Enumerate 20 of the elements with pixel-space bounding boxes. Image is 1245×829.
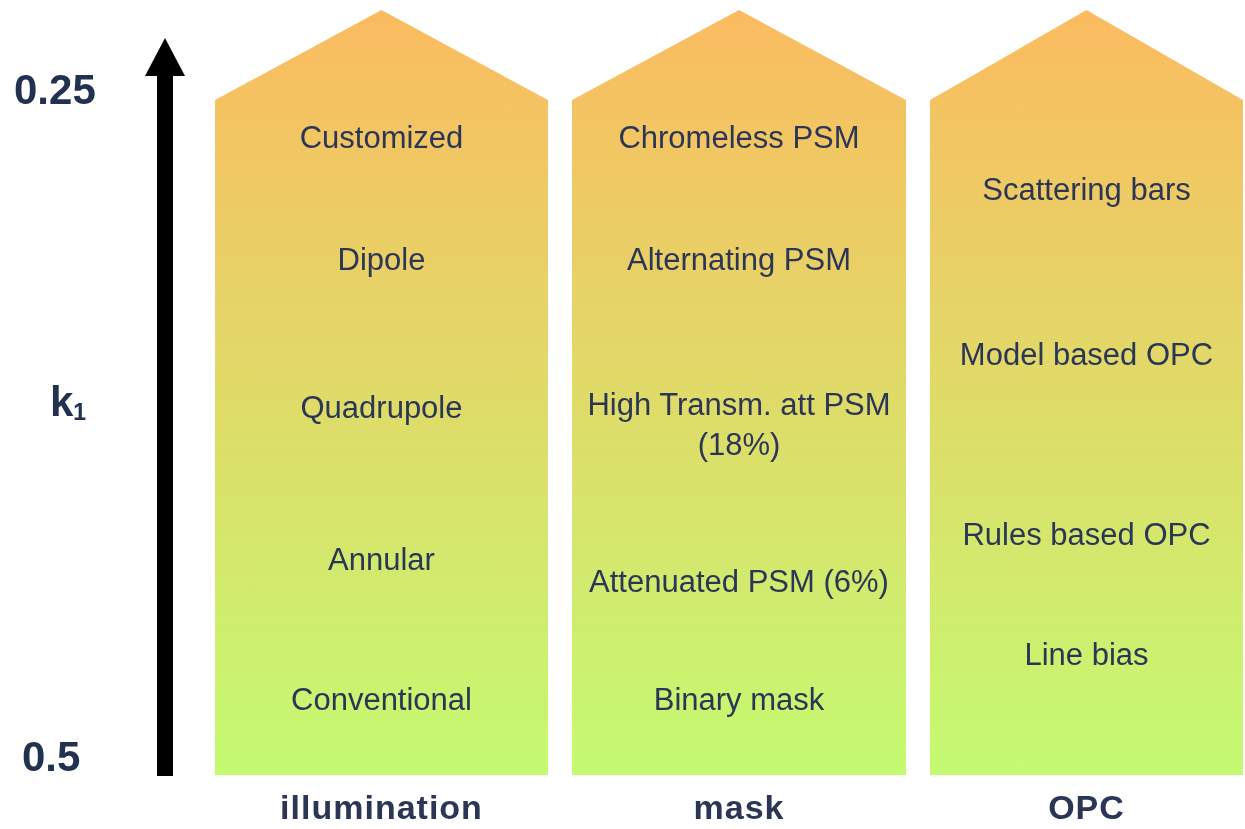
technique-label: Rules based OPC xyxy=(961,515,1212,554)
column-heading: mask xyxy=(692,788,786,827)
technique-label: Model based OPC xyxy=(958,335,1215,374)
technique-label: Customized xyxy=(298,118,465,157)
technique-label: Quadrupole xyxy=(299,388,464,427)
technique-label: Binary mask xyxy=(652,680,826,719)
technique-label: High Transm. att PSM (18%) xyxy=(586,385,892,464)
technique-label: Scattering bars xyxy=(981,170,1192,209)
technique-label: Line bias xyxy=(1023,635,1150,674)
technique-label: Attenuated PSM (6%) xyxy=(588,562,890,601)
column-heading: illumination xyxy=(279,788,484,827)
axis-tick-label: 0.5 xyxy=(22,733,81,781)
technique-label: Dipole xyxy=(336,240,427,279)
technique-label: Alternating PSM xyxy=(626,240,852,279)
technique-label: Annular xyxy=(327,540,436,579)
technique-label: Chromeless PSM xyxy=(617,118,861,157)
column-heading: OPC xyxy=(1047,788,1126,827)
technique-label: Conventional xyxy=(290,680,473,719)
axis-label: k$_{1}$ xyxy=(50,377,87,427)
axis-tick-label: 0.25 xyxy=(14,66,96,114)
